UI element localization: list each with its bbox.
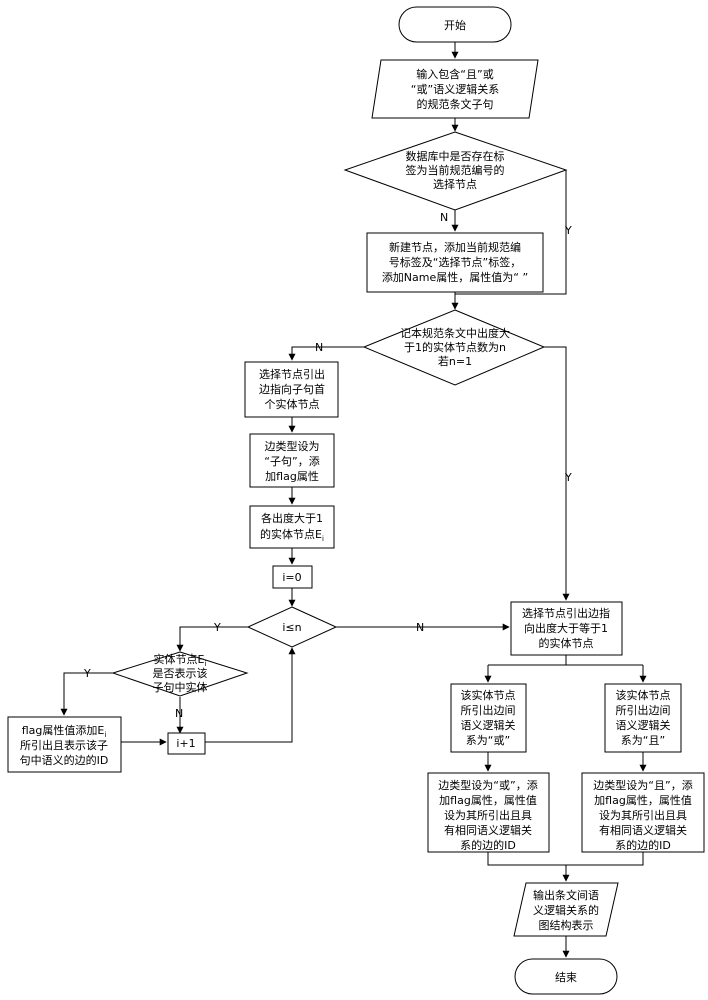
init-i-text: i=0 — [282, 571, 301, 584]
output-line-3: 图结构表示 — [539, 918, 594, 932]
and-rel-line-2: 所引出边间 — [616, 703, 671, 717]
and-type-line-4: 有相同语义逻辑关 — [599, 823, 687, 837]
first-edge-process: 选择节点引出 边指向子句首 个实体节点 — [244, 361, 339, 418]
input-line-2: “或”语义逻辑关系 — [411, 82, 499, 96]
and-type-process: 边类型设为“且”，添 加flag属性，属性值 设为其所引出且具 有相同语义逻辑关… — [581, 772, 705, 853]
edge-type-clause-line-2: “子句”，添 — [264, 454, 319, 468]
label-entity-no: N — [175, 707, 183, 720]
and-rel-line-4: 系为“且” — [621, 734, 665, 747]
select-edge-line-1: 选择节点引出边指 — [522, 606, 610, 620]
new-node-line-3: 添加Name属性，属性值为“ ” — [382, 270, 528, 284]
flag-add-line-2: 所引出且表示该子 — [20, 738, 108, 752]
and-rel-line-3: 语义逻辑关 — [616, 718, 671, 732]
arrow-count-yes — [544, 346, 570, 601]
or-type-line-1: 边类型设为“或”，添 — [438, 778, 537, 792]
new-node-line-2: 号标签及“选择节点”标签， — [389, 255, 521, 269]
edge-type-clause-line-1: 边类型设为 — [265, 439, 320, 453]
entity-check-line-3: 子句中实体 — [153, 680, 208, 694]
entity-check-line-2: 是否表示该 — [153, 666, 208, 680]
or-rel-line-3: 语义逻辑关 — [461, 718, 516, 732]
and-relation-process: 该实体节点 所引出边间 语义逻辑关 系为“且” — [604, 683, 682, 753]
each-entity-process: 各出度大于1 的实体节点Ei — [249, 505, 335, 549]
or-type-line-5: 系的边的ID — [460, 838, 516, 852]
and-type-line-2: 加flag属性，属性值 — [594, 793, 692, 807]
or-type-line-3: 设为其所引出且具 — [444, 808, 532, 822]
or-rel-line-2: 所引出边间 — [461, 703, 516, 717]
start-text: 开始 — [444, 18, 466, 32]
merge-line — [487, 852, 644, 866]
init-i-process: i=0 — [272, 565, 313, 589]
arrow-incr-loop — [205, 647, 296, 743]
arrow-loop-yes — [176, 626, 248, 652]
check-db-line-2: 签为当前规范编号的 — [406, 163, 505, 177]
flag-add-line-3: 句中语义的边的ID — [20, 753, 109, 767]
end-terminal: 结束 — [514, 958, 618, 995]
input-node: 输入包含“且”或 “或”语义逻辑关系 的规范条文子句 — [371, 59, 539, 119]
label-check-yes: Y — [564, 224, 572, 237]
or-type-process: 边类型设为“或”，添 加flag属性，属性值 设为其所引出且具 有相同语义逻辑关… — [427, 772, 550, 853]
first-edge-line-1: 选择节点引出 — [259, 367, 325, 381]
or-relation-process: 该实体节点 所引出边间 语义逻辑关 系为“或” — [450, 683, 527, 753]
incr-text: i+1 — [176, 737, 195, 750]
arrow-check-yes — [455, 170, 567, 295]
and-type-line-1: 边类型设为“且”，添 — [593, 778, 692, 792]
edge-type-clause-line-3: 加flag属性 — [265, 469, 319, 483]
input-line-3: 的规范条文子句 — [417, 97, 494, 111]
count-line-1: 记本规范条文中出度大 — [400, 326, 510, 340]
edge-type-clause-process: 边类型设为 “子句”，添 加flag属性 — [249, 433, 335, 488]
flag-add-process: flag属性值添加Ei 所引出且表示该子 句中语义的边的ID — [7, 716, 122, 773]
output-node: 输出条文间语 义逻辑关系的 图结构表示 — [513, 882, 619, 937]
or-rel-line-4: 系为“或” — [466, 734, 510, 747]
flag-add-line-1: flag属性值添加Ei — [22, 723, 107, 739]
and-type-line-5: 系的边的ID — [615, 838, 671, 852]
count-decision: 记本规范条文中出度大 于1的实体节点数为n 若n=1 — [362, 309, 546, 386]
label-count-no: N — [315, 341, 323, 354]
incr-process: i+1 — [167, 732, 206, 755]
arrow-entity-yes — [60, 672, 113, 716]
and-rel-line-1: 该实体节点 — [616, 688, 671, 702]
end-text: 结束 — [555, 971, 577, 984]
select-edge-line-3: 的实体节点 — [539, 636, 594, 650]
entity-check-decision: 实体节点Ei 是否表示该 子句中实体 — [111, 651, 249, 697]
label-loop-yes: Y — [213, 621, 221, 634]
select-edge-process: 选择节点引出边指 向出度大于等于1 的实体节点 — [510, 601, 623, 656]
arrow-count-no — [288, 346, 364, 361]
new-node-line-1: 新建节点，添加当前规范编 — [389, 240, 521, 254]
or-type-line-4: 有相同语义逻辑关 — [444, 823, 532, 837]
and-type-line-3: 设为其所引出且具 — [599, 808, 687, 822]
new-node-process: 新建节点，添加当前规范编 号标签及“选择节点”标签， 添加Name属性，属性值为… — [366, 232, 544, 293]
start-terminal: 开始 — [398, 6, 512, 43]
connectors — [60, 42, 647, 958]
label-loop-no: N — [416, 621, 424, 634]
each-entity-line-1: 各出度大于1 — [261, 511, 323, 525]
label-entity-yes: Y — [83, 667, 91, 680]
each-entity-line-2: 的实体节点Ei — [260, 527, 324, 543]
check-db-line-3: 选择节点 — [433, 177, 477, 191]
count-line-2: 于1的实体节点数为n — [404, 340, 506, 354]
loop-decision: i≤n — [246, 606, 338, 648]
label-check-no: N — [440, 211, 448, 224]
check-db-decision: 数据库中是否存在标 签为当前规范编号的 选择节点 — [343, 131, 568, 211]
or-rel-line-1: 该实体节点 — [461, 688, 516, 702]
label-count-yes: Y — [564, 471, 572, 484]
entity-check-line-1: 实体节点Ei — [154, 652, 207, 668]
select-edge-line-2: 向出度大于等于1 — [524, 621, 608, 635]
output-line-2: 义逻辑关系的 — [533, 903, 599, 917]
output-line-1: 输出条文间语 — [533, 888, 599, 902]
first-edge-line-2: 边指向子句首 — [259, 382, 325, 396]
or-type-line-2: 加flag属性，属性值 — [439, 793, 537, 807]
loop-cond-text: i≤n — [282, 621, 301, 634]
branch-labels: N Y N Y Y N Y N — [83, 211, 572, 720]
check-db-line-1: 数据库中是否存在标 — [406, 149, 505, 163]
input-line-1: 输入包含“且”或 — [416, 67, 493, 81]
first-edge-line-3: 个实体节点 — [265, 397, 320, 411]
count-line-3: 若n=1 — [438, 355, 472, 368]
